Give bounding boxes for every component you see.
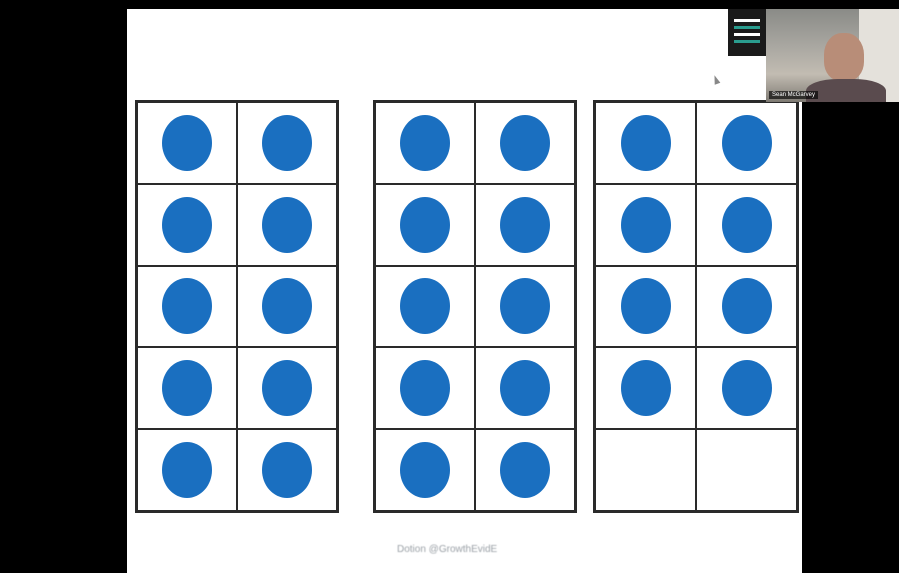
frame-cell: [375, 347, 475, 429]
frame-cell: [375, 102, 475, 184]
counter: [722, 278, 772, 334]
counter: [400, 278, 450, 334]
frame-cell: [475, 266, 575, 348]
counter: [262, 278, 312, 334]
counter: [722, 115, 772, 171]
counter: [621, 197, 671, 253]
counter: [262, 360, 312, 416]
counter: [162, 442, 212, 498]
counter: [162, 360, 212, 416]
counter: [262, 197, 312, 253]
counter: [162, 197, 212, 253]
counter: [621, 360, 671, 416]
meeting-logo-icon: [728, 9, 766, 56]
frame-cell: [595, 347, 696, 429]
frame-cell: [595, 266, 696, 348]
counter: [722, 197, 772, 253]
frame-cell: [475, 347, 575, 429]
frame-cell: [475, 429, 575, 511]
counter: [500, 442, 550, 498]
frame-cell-empty: [696, 429, 797, 511]
frame-cell: [696, 102, 797, 184]
participant-video-tile[interactable]: Sean McGarvey: [766, 9, 899, 102]
counter: [722, 360, 772, 416]
counter: [500, 197, 550, 253]
presentation-slide: Dotion @GrowthEvidE: [127, 9, 802, 573]
frame-cell: [595, 102, 696, 184]
frame-cell: [595, 184, 696, 266]
frame-cell-empty: [595, 429, 696, 511]
frame-cell: [475, 102, 575, 184]
letterbox-left: [0, 0, 127, 573]
slide-footer-text: Dotion @GrowthEvidE: [397, 544, 497, 555]
frame-cell: [696, 266, 797, 348]
frame-cell: [137, 429, 237, 511]
counter: [500, 360, 550, 416]
frame-cell: [475, 184, 575, 266]
ten-frame-3: [593, 100, 799, 513]
frame-cell: [237, 266, 337, 348]
frame-cell: [137, 102, 237, 184]
ten-frame-2: [373, 100, 577, 513]
frame-cell: [375, 429, 475, 511]
frame-cell: [696, 184, 797, 266]
frame-cell: [696, 347, 797, 429]
frame-cell: [375, 266, 475, 348]
participant-name-label: Sean McGarvey: [769, 91, 818, 99]
counter: [621, 115, 671, 171]
counter: [262, 115, 312, 171]
counter: [400, 115, 450, 171]
counter: [621, 278, 671, 334]
counter: [162, 115, 212, 171]
frame-cell: [237, 347, 337, 429]
counter: [162, 278, 212, 334]
counter: [500, 115, 550, 171]
mouse-cursor-icon: [712, 74, 721, 85]
frame-cell: [237, 102, 337, 184]
participant-face: [824, 33, 864, 81]
counter: [262, 442, 312, 498]
frame-cell: [375, 184, 475, 266]
ten-frame-1: [135, 100, 339, 513]
frame-cell: [137, 347, 237, 429]
counter: [400, 442, 450, 498]
frame-cell: [237, 184, 337, 266]
counter: [500, 278, 550, 334]
counter: [400, 197, 450, 253]
frame-cell: [137, 184, 237, 266]
frame-cell: [137, 266, 237, 348]
counter: [400, 360, 450, 416]
letterbox-top: [0, 0, 899, 9]
frame-cell: [237, 429, 337, 511]
